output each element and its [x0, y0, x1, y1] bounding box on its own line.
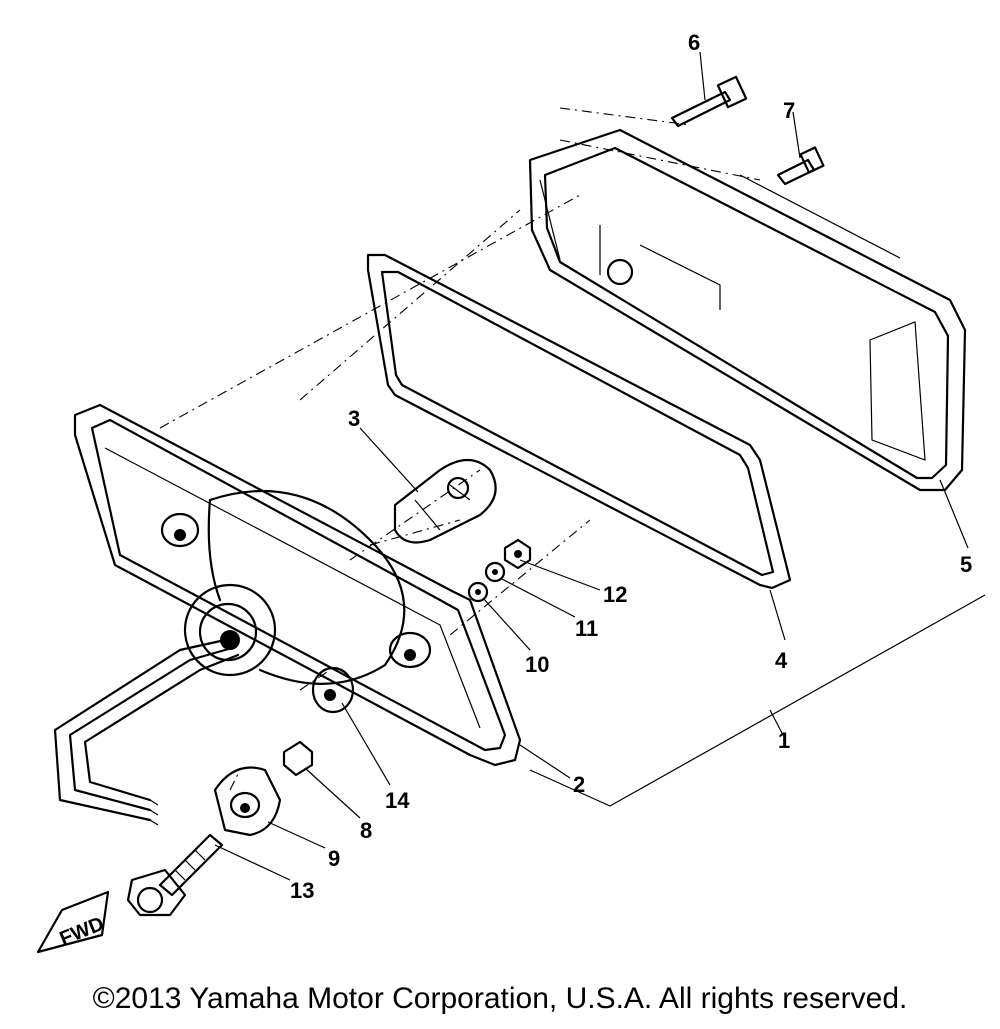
callout-10: 10 [525, 652, 549, 677]
forward-direction-label: FWD [57, 913, 107, 950]
callout-9: 9 [328, 846, 340, 871]
callout-1: 1 [778, 728, 790, 753]
bolt-part-13 [126, 833, 224, 917]
callout-14: 14 [385, 788, 410, 813]
grommet-part-14 [311, 666, 355, 714]
leader-lines [214, 51, 969, 881]
callout-5: 5 [960, 552, 972, 577]
spacer-part-8 [282, 740, 314, 777]
callout-7: 7 [783, 98, 795, 123]
callout-6: 6 [688, 30, 700, 55]
washer-part-11 [484, 561, 506, 583]
assembly-guide-lines [159, 107, 761, 791]
callout-11: 11 [575, 616, 598, 641]
washer-part-10 [467, 581, 489, 603]
copyright-notice: ©2013 Yamaha Motor Corporation, U.S.A. A… [92, 982, 908, 1015]
nut-part-12 [503, 538, 532, 570]
callout-8: 8 [360, 818, 372, 843]
screw-part-7 [776, 146, 825, 186]
callout-4: 4 [775, 648, 788, 673]
screw-part-6 [670, 75, 748, 128]
callout-13: 13 [290, 878, 314, 903]
gasket-part-4 [366, 253, 792, 590]
forward-direction-icon: FWD [36, 890, 110, 954]
housing-part-2 [53, 403, 522, 826]
callout-labels: 6 7 3 5 12 11 10 4 1 2 14 8 9 13 [290, 30, 972, 903]
callout-12: 12 [603, 582, 627, 607]
holder-part-9 [213, 766, 282, 837]
lens-part-5 [528, 128, 967, 492]
bulb-part-3 [393, 458, 497, 544]
callout-3: 3 [348, 406, 360, 431]
assembly-bracket-part-1 [529, 594, 986, 807]
callout-2: 2 [573, 772, 585, 797]
